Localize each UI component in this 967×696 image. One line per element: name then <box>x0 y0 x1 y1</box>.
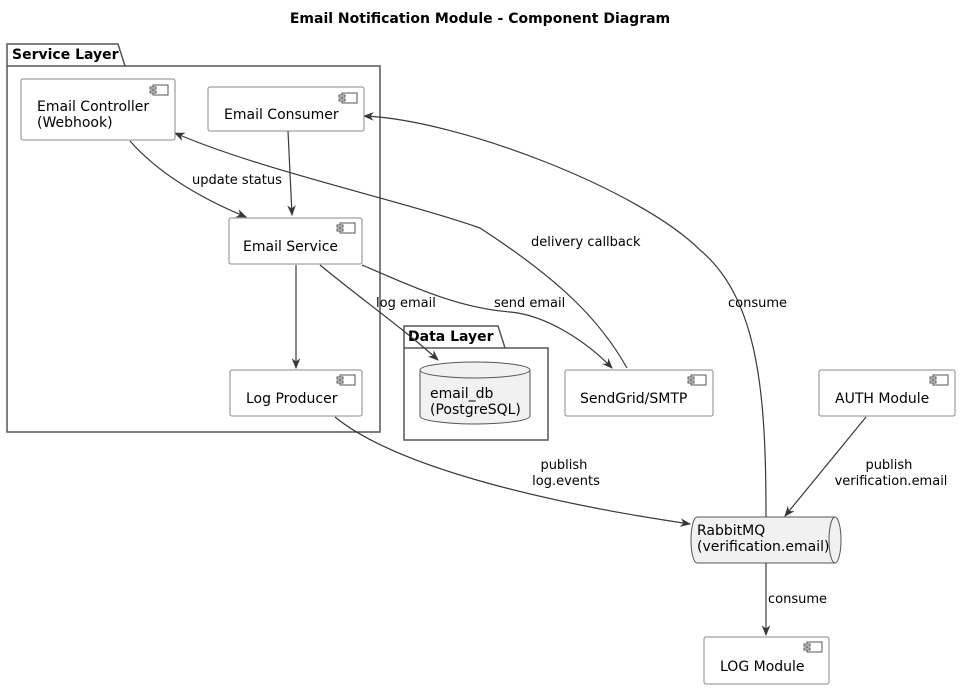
svg-text:email_db (PostgreSQL): email_db (PostgreSQL) <box>430 386 521 418</box>
svg-text:Log Producer: Log Producer <box>246 391 338 407</box>
component-icon <box>338 92 358 104</box>
email-controller-component: Email Controller (Webhook) <box>20 78 176 141</box>
svg-text:SendGrid/SMTP: SendGrid/SMTP <box>580 391 687 407</box>
component-icon <box>336 374 356 386</box>
edge-auth-to-rabbitmq <box>784 416 867 517</box>
data-layer-label: Data Layer <box>408 329 494 345</box>
svg-text:AUTH Module: AUTH Module <box>835 391 929 407</box>
email-consumer-component: Email Consumer <box>207 86 365 132</box>
edge-label-send-email: send email <box>494 296 565 311</box>
svg-text:Email Service: Email Service <box>243 239 338 255</box>
log-producer-component: Log Producer <box>229 369 363 417</box>
edge-label-publish-log: publish log.events <box>532 458 600 489</box>
svg-text:LOG Module: LOG Module <box>720 659 805 675</box>
diagram-title: Email Notification Module - Component Di… <box>290 11 670 27</box>
edge-service-to-sendgrid <box>361 264 613 369</box>
edge-label-publish-verification: publish verification.email <box>835 458 948 489</box>
edge-label-consume-top: consume <box>728 296 787 311</box>
edge-label-update-status: update status <box>192 173 282 188</box>
edge-controller-to-service <box>129 140 247 218</box>
email-service-component: Email Service <box>228 217 363 265</box>
auth-module-component: AUTH Module <box>818 369 956 417</box>
edges: update status log email send email deliv… <box>129 112 948 637</box>
component-icon <box>336 222 356 234</box>
service-layer-label: Service Layer <box>12 47 119 63</box>
rabbitmq-queue: RabbitMQ (verification.email) <box>690 516 842 564</box>
svg-text:Email Controller (Webhoo: Email Controller (Webhook) <box>37 99 154 131</box>
edge-sendgrid-to-controller <box>174 132 628 369</box>
edge-service-to-db <box>319 264 439 361</box>
component-icon <box>149 84 169 96</box>
edge-rabbitmq-to-consumer <box>362 112 767 518</box>
component-icon <box>803 641 823 653</box>
edge-label-consume-bottom: consume <box>768 592 827 607</box>
component-icon <box>929 374 949 386</box>
svg-text:Email Consumer: Email Consumer <box>224 107 339 123</box>
email-db-database: email_db (PostgreSQL) <box>419 361 531 425</box>
edge-producer-to-rabbitmq <box>334 416 692 527</box>
log-module-component: LOG Module <box>703 636 830 685</box>
sendgrid-smtp-component: SendGrid/SMTP <box>564 369 714 417</box>
service-layer-package: Service Layer <box>6 43 381 433</box>
component-icon <box>687 374 707 386</box>
edge-label-delivery-callback: delivery callback <box>531 235 641 250</box>
svg-text:RabbitMQ (verification.e: RabbitMQ (verification.email) <box>697 523 829 555</box>
edge-label-log-email: log email <box>376 296 436 311</box>
